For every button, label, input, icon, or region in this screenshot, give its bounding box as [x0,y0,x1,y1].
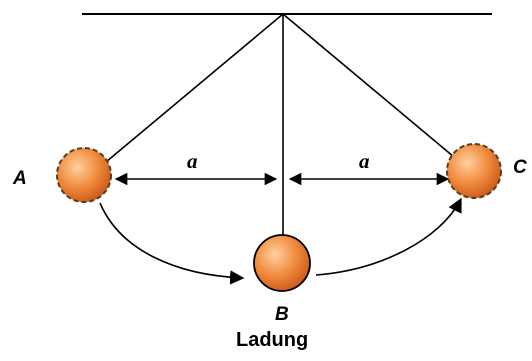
ball-c [446,143,502,199]
ball-a [56,147,112,203]
ball-b [253,234,311,292]
label-point-a: A [12,168,27,189]
string-to-c [282,13,461,163]
label-point-c: C [513,157,527,178]
swing-arrow-a-to-b [99,202,245,285]
label-distance-left: a [187,149,198,173]
swing-arrow-b-to-c [315,197,462,276]
caption-ladung: Ladung [236,329,308,351]
label-point-b: B [275,304,289,325]
label-distance-right: a [359,149,370,173]
string-to-a [105,13,284,163]
